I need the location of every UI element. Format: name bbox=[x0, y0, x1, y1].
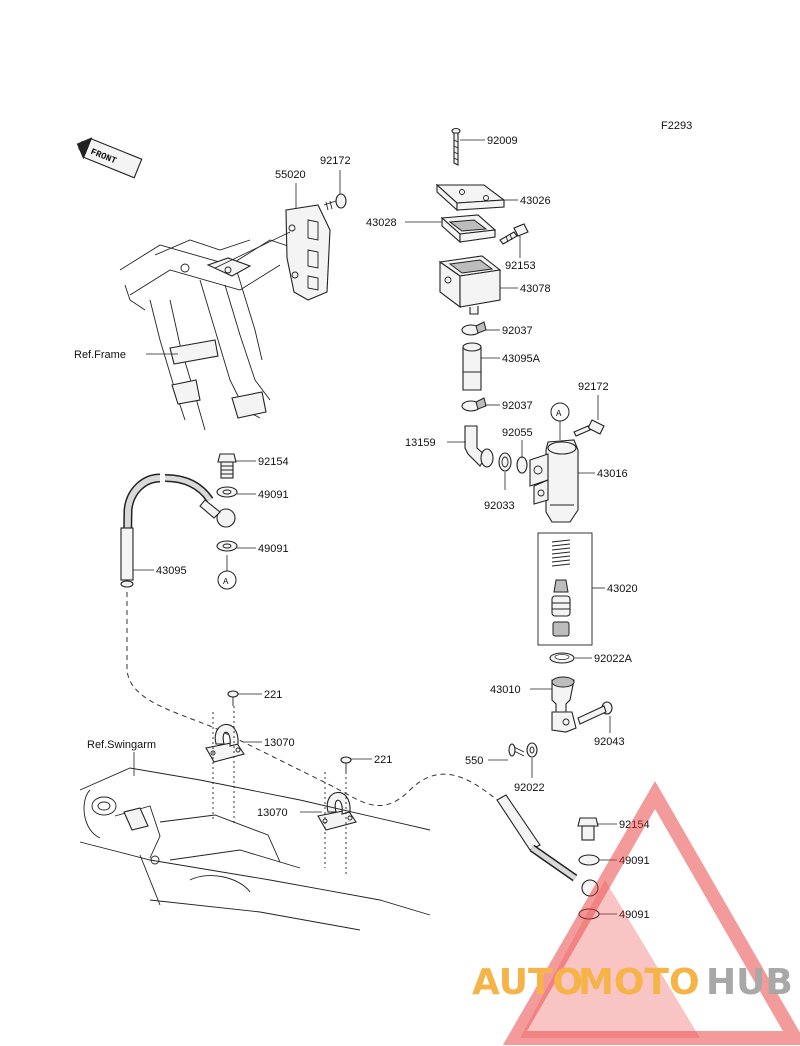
label-49091-lower-b: 49091 bbox=[619, 909, 650, 921]
label-13070-second: 13070 bbox=[257, 807, 288, 819]
label-43095: 43095 bbox=[156, 565, 187, 577]
label-13070-first: 13070 bbox=[264, 737, 295, 749]
callout-a-upper: A bbox=[550, 402, 570, 440]
automotohub-watermark: AUTO MOTO HUB bbox=[472, 780, 800, 1045]
ref-swingarm-label: Ref.Swingarm bbox=[87, 739, 156, 751]
hose-clamp-13070-first bbox=[205, 706, 245, 826]
label-43095A: 43095A bbox=[502, 353, 541, 365]
push-rod-43010 bbox=[551, 676, 577, 733]
bolt-92172-lower bbox=[573, 419, 605, 437]
label-13159: 13159 bbox=[405, 437, 436, 449]
diaphragm-43028 bbox=[440, 214, 497, 244]
screw-92009 bbox=[451, 127, 461, 166]
label-92022A: 92022A bbox=[594, 653, 633, 665]
figure-code: F2293 bbox=[661, 120, 692, 132]
hose-clamp-92037-upper bbox=[461, 321, 487, 336]
watermark-triangle-inner bbox=[520, 880, 700, 1038]
swingarm-illustration bbox=[79, 767, 431, 931]
label-92055: 92055 bbox=[502, 427, 533, 439]
label-43078: 43078 bbox=[520, 283, 551, 295]
label-92153: 92153 bbox=[505, 260, 536, 272]
callout-a-upper-label: A bbox=[556, 409, 562, 419]
reservoir-43078 bbox=[438, 255, 502, 315]
pin-92043 bbox=[577, 701, 613, 725]
label-221-first: 221 bbox=[264, 689, 282, 701]
label-92009: 92009 bbox=[487, 135, 518, 147]
screw-221-first bbox=[227, 690, 239, 706]
frame-illustration bbox=[119, 239, 301, 431]
o-ring-92055 bbox=[516, 456, 528, 474]
label-221-second: 221 bbox=[374, 754, 392, 766]
label-43020: 43020 bbox=[607, 583, 638, 595]
callout-a-lower: A bbox=[217, 555, 237, 590]
washer-49091-lower-a bbox=[578, 854, 600, 866]
circlip-92022A bbox=[549, 652, 575, 664]
label-49091-upper-a: 49091 bbox=[258, 489, 289, 501]
label-92043: 92043 bbox=[594, 736, 625, 748]
bolt-92153 bbox=[499, 223, 529, 245]
watermark-text-moto: MOTO bbox=[578, 962, 700, 1003]
watermark-triangle-outer bbox=[502, 780, 800, 1045]
screw-221-second bbox=[340, 756, 352, 772]
label-43028: 43028 bbox=[366, 217, 397, 229]
label-55020: 55020 bbox=[275, 169, 306, 181]
label-92022: 92022 bbox=[514, 782, 545, 794]
fitting-13159 bbox=[464, 425, 494, 468]
label-92154-upper: 92154 bbox=[258, 456, 289, 468]
hose-43095A bbox=[462, 342, 482, 391]
hose-clamp-13070-second bbox=[317, 772, 357, 876]
master-cylinder-43016 bbox=[529, 439, 579, 523]
brake-hose-43095 bbox=[120, 473, 236, 588]
callout-a-lower-label: A bbox=[223, 577, 229, 587]
label-92037-lower: 92037 bbox=[502, 400, 533, 412]
watermark-text-auto: AUTO bbox=[472, 962, 583, 1003]
banjo-bolt-92154-lower bbox=[577, 817, 599, 841]
label-43010: 43010 bbox=[490, 684, 521, 696]
label-550: 550 bbox=[465, 755, 483, 767]
label-92172-lower: 92172 bbox=[578, 381, 609, 393]
hose-routing-line bbox=[126, 592, 498, 807]
washer-92022 bbox=[526, 742, 538, 758]
washer-92033 bbox=[498, 452, 512, 472]
chain-guard-55020 bbox=[285, 204, 331, 301]
label-49091-upper-b: 49091 bbox=[258, 543, 289, 555]
label-43016: 43016 bbox=[597, 468, 628, 480]
washer-49091-upper-b bbox=[216, 540, 238, 552]
hose-lower-fitting bbox=[496, 794, 599, 897]
label-92037-upper: 92037 bbox=[502, 325, 533, 337]
watermark-text-hub: HUB bbox=[706, 962, 793, 1003]
cotter-pin-550 bbox=[508, 743, 525, 757]
bolt-92172-upper bbox=[323, 193, 347, 211]
piston-kit-43020 bbox=[537, 532, 593, 646]
label-92172-upper: 92172 bbox=[320, 155, 351, 167]
banjo-bolt-92154-upper bbox=[217, 453, 237, 479]
label-92033: 92033 bbox=[484, 500, 515, 512]
hose-clamp-92037-lower bbox=[461, 397, 487, 412]
label-43026: 43026 bbox=[520, 195, 551, 207]
front-direction-arrow: FRONT bbox=[76, 137, 143, 179]
ref-frame-label: Ref.Frame bbox=[74, 349, 126, 361]
reservoir-cap-43026 bbox=[435, 183, 506, 212]
washer-49091-upper-a bbox=[216, 486, 238, 498]
